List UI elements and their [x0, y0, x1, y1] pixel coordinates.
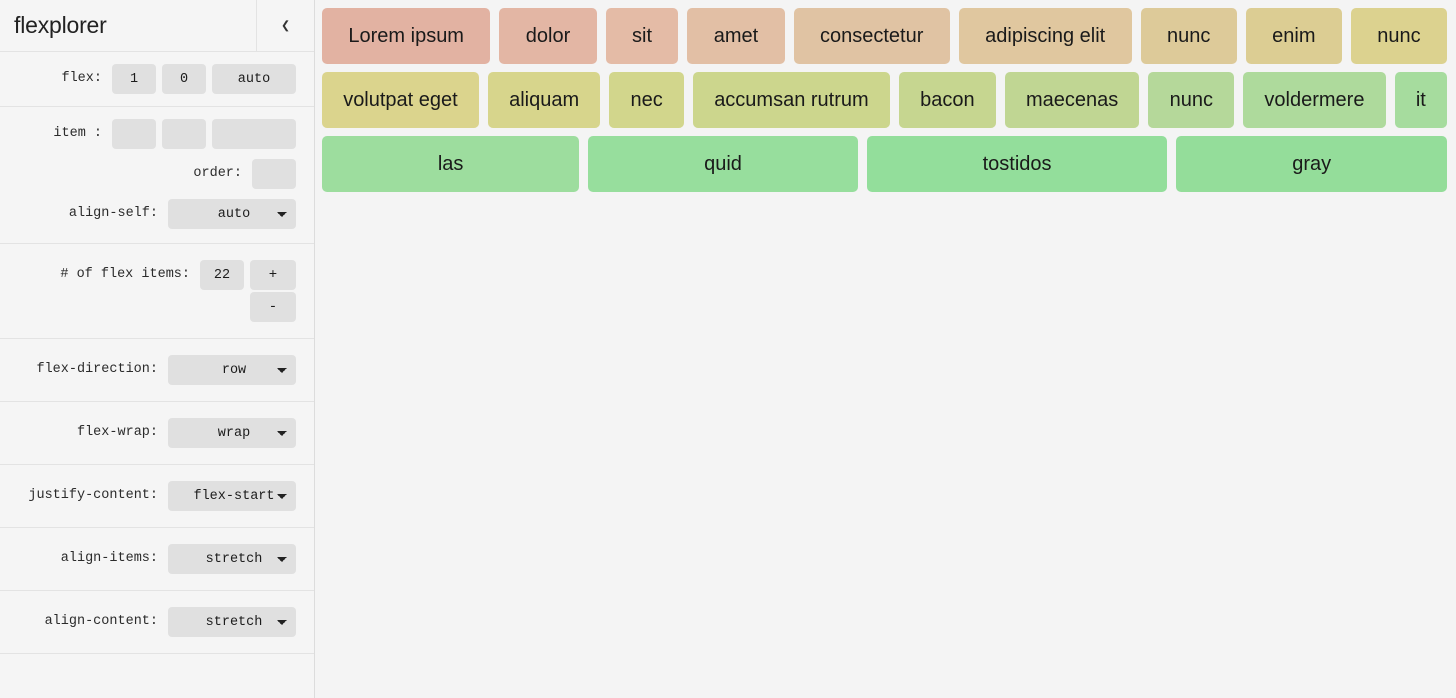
- control-row-item-count: # of flex items: + -: [0, 244, 314, 339]
- flex-item[interactable]: dolor: [499, 8, 597, 64]
- flex-item[interactable]: sit: [605, 8, 679, 64]
- item-count-label: # of flex items:: [60, 267, 190, 282]
- control-row-justify-content: justify-content: flex-startflex-endcente…: [0, 465, 314, 528]
- flex-item[interactable]: bacon: [898, 72, 996, 128]
- flex-item[interactable]: accumsan rutrum: [693, 72, 890, 128]
- flex-item-label: quid: [704, 152, 742, 175]
- flex-item-label: nunc: [1167, 24, 1211, 47]
- flex-item[interactable]: nunc: [1148, 72, 1235, 128]
- sidebar: flexplorer ❮ flex: item :: [0, 0, 315, 698]
- sidebar-header: flexplorer ❮: [0, 0, 314, 52]
- flex-item-label: Lorem ipsum: [348, 24, 464, 47]
- control-row-item: item : order: align-self: autoflex-start…: [0, 107, 314, 244]
- item-grow-input[interactable]: [112, 119, 156, 149]
- flex-item-label: tostidos: [982, 152, 1052, 175]
- item-basis-input[interactable]: [212, 119, 296, 149]
- flex-item-label: adipiscing elit: [985, 24, 1106, 47]
- control-row-flex: flex:: [0, 52, 314, 107]
- item-count-input[interactable]: [200, 260, 244, 290]
- flex-direction-label: flex-direction:: [36, 362, 158, 377]
- flex-item[interactable]: enim: [1245, 8, 1342, 64]
- flex-item[interactable]: Lorem ipsum: [322, 8, 491, 64]
- justify-content-select[interactable]: flex-startflex-endcenterspace-betweenspa…: [168, 481, 296, 511]
- flex-item[interactable]: quid: [588, 136, 858, 192]
- flex-direction-select[interactable]: rowrow-reversecolumncolumn-reverse: [168, 355, 296, 385]
- item-fields: [112, 119, 296, 149]
- flex-item-label: bacon: [920, 88, 975, 111]
- flex-item-label: dolor: [525, 24, 571, 47]
- control-row-align-content: align-content: stretchflex-startflex-end…: [0, 591, 314, 654]
- flex-item-label: maecenas: [1025, 88, 1119, 111]
- align-self-row: align-self: autoflex-startflex-endcenter…: [69, 199, 296, 229]
- flex-item[interactable]: tostidos: [866, 136, 1168, 192]
- flex-item[interactable]: nunc: [1140, 8, 1237, 64]
- flex-grow-input[interactable]: [112, 64, 156, 94]
- flex-item-label: nec: [630, 88, 663, 111]
- flex-item-label: consectetur: [820, 24, 924, 47]
- align-items-select[interactable]: stretchflex-startflex-endcenterbaseline: [168, 544, 296, 574]
- align-self-label: align-self:: [68, 206, 158, 221]
- flex-item-label: it: [1415, 88, 1426, 111]
- increment-items-button[interactable]: +: [250, 260, 296, 290]
- flex-item[interactable]: amet: [687, 8, 785, 64]
- item-fields-row: item :: [53, 119, 296, 149]
- order-row: order:: [193, 159, 296, 189]
- collapse-sidebar-button[interactable]: ❮: [256, 0, 314, 51]
- flex-canvas: Lorem ipsum dolor sit amet consectetur adipis…: [315, 0, 1456, 698]
- flex-item[interactable]: nec: [609, 72, 684, 128]
- flex-basis-input[interactable]: [212, 64, 296, 94]
- align-content-select[interactable]: stretchflex-startflex-endcenterspace-bet…: [168, 607, 296, 637]
- flex-wrap-label: flex-wrap:: [76, 425, 158, 440]
- flex-item-label: amet: [713, 24, 759, 47]
- flex-item[interactable]: aliquam: [487, 72, 601, 128]
- flex-item[interactable]: maecenas: [1004, 72, 1140, 128]
- flex-item[interactable]: nunc: [1350, 8, 1448, 64]
- flex-item[interactable]: it: [1394, 72, 1448, 128]
- flex-item[interactable]: gray: [1176, 136, 1447, 192]
- flex-label: flex:: [61, 71, 102, 86]
- flex-item[interactable]: voldermere: [1243, 72, 1386, 128]
- flex-item-label: voldermere: [1264, 88, 1365, 111]
- control-row-flex-direction: flex-direction: rowrow-reversecolumncolu…: [0, 339, 314, 402]
- flex-item-label: enim: [1272, 24, 1316, 47]
- justify-content-label: justify-content:: [28, 488, 158, 503]
- flex-item-label: gray: [1292, 152, 1332, 175]
- order-label: order:: [193, 166, 242, 181]
- flex-shrink-input[interactable]: [162, 64, 206, 94]
- item-count-stepper: + -: [250, 260, 296, 322]
- order-input[interactable]: [252, 159, 296, 189]
- control-row-flex-wrap: flex-wrap: nowrapwrapwrap-reverse: [0, 402, 314, 465]
- flex-item-label: volutpat eget: [343, 88, 458, 111]
- flex-item-label: las: [437, 152, 464, 175]
- flex-wrap-select[interactable]: nowrapwrapwrap-reverse: [168, 418, 296, 448]
- flex-item-label: nunc: [1169, 88, 1214, 111]
- flex-item-label: accumsan rutrum: [714, 88, 869, 111]
- flex-container: Lorem ipsum dolor sit amet consectetur adipis…: [322, 8, 1456, 198]
- flex-item-label: aliquam: [509, 88, 580, 111]
- flex-item[interactable]: las: [322, 136, 580, 192]
- decrement-items-button[interactable]: -: [250, 292, 296, 322]
- flex-item-label: sit: [632, 24, 652, 47]
- flex-item[interactable]: volutpat eget: [322, 72, 479, 128]
- app-title: flexplorer: [14, 12, 107, 38]
- item-shrink-input[interactable]: [162, 119, 206, 149]
- flex-item[interactable]: adipiscing elit: [958, 8, 1132, 64]
- flex-item-label: nunc: [1377, 24, 1421, 47]
- align-self-select[interactable]: autoflex-startflex-endcenterbaselinestre…: [168, 199, 296, 229]
- chevron-left-icon: ❮: [280, 18, 291, 35]
- item-label: item :: [53, 126, 102, 141]
- flex-item[interactable]: consectetur: [793, 8, 950, 64]
- align-content-label: align-content:: [44, 614, 158, 629]
- control-row-align-items: align-items: stretchflex-startflex-endce…: [0, 528, 314, 591]
- flex-fields: [112, 64, 296, 94]
- align-items-label: align-items:: [60, 551, 158, 566]
